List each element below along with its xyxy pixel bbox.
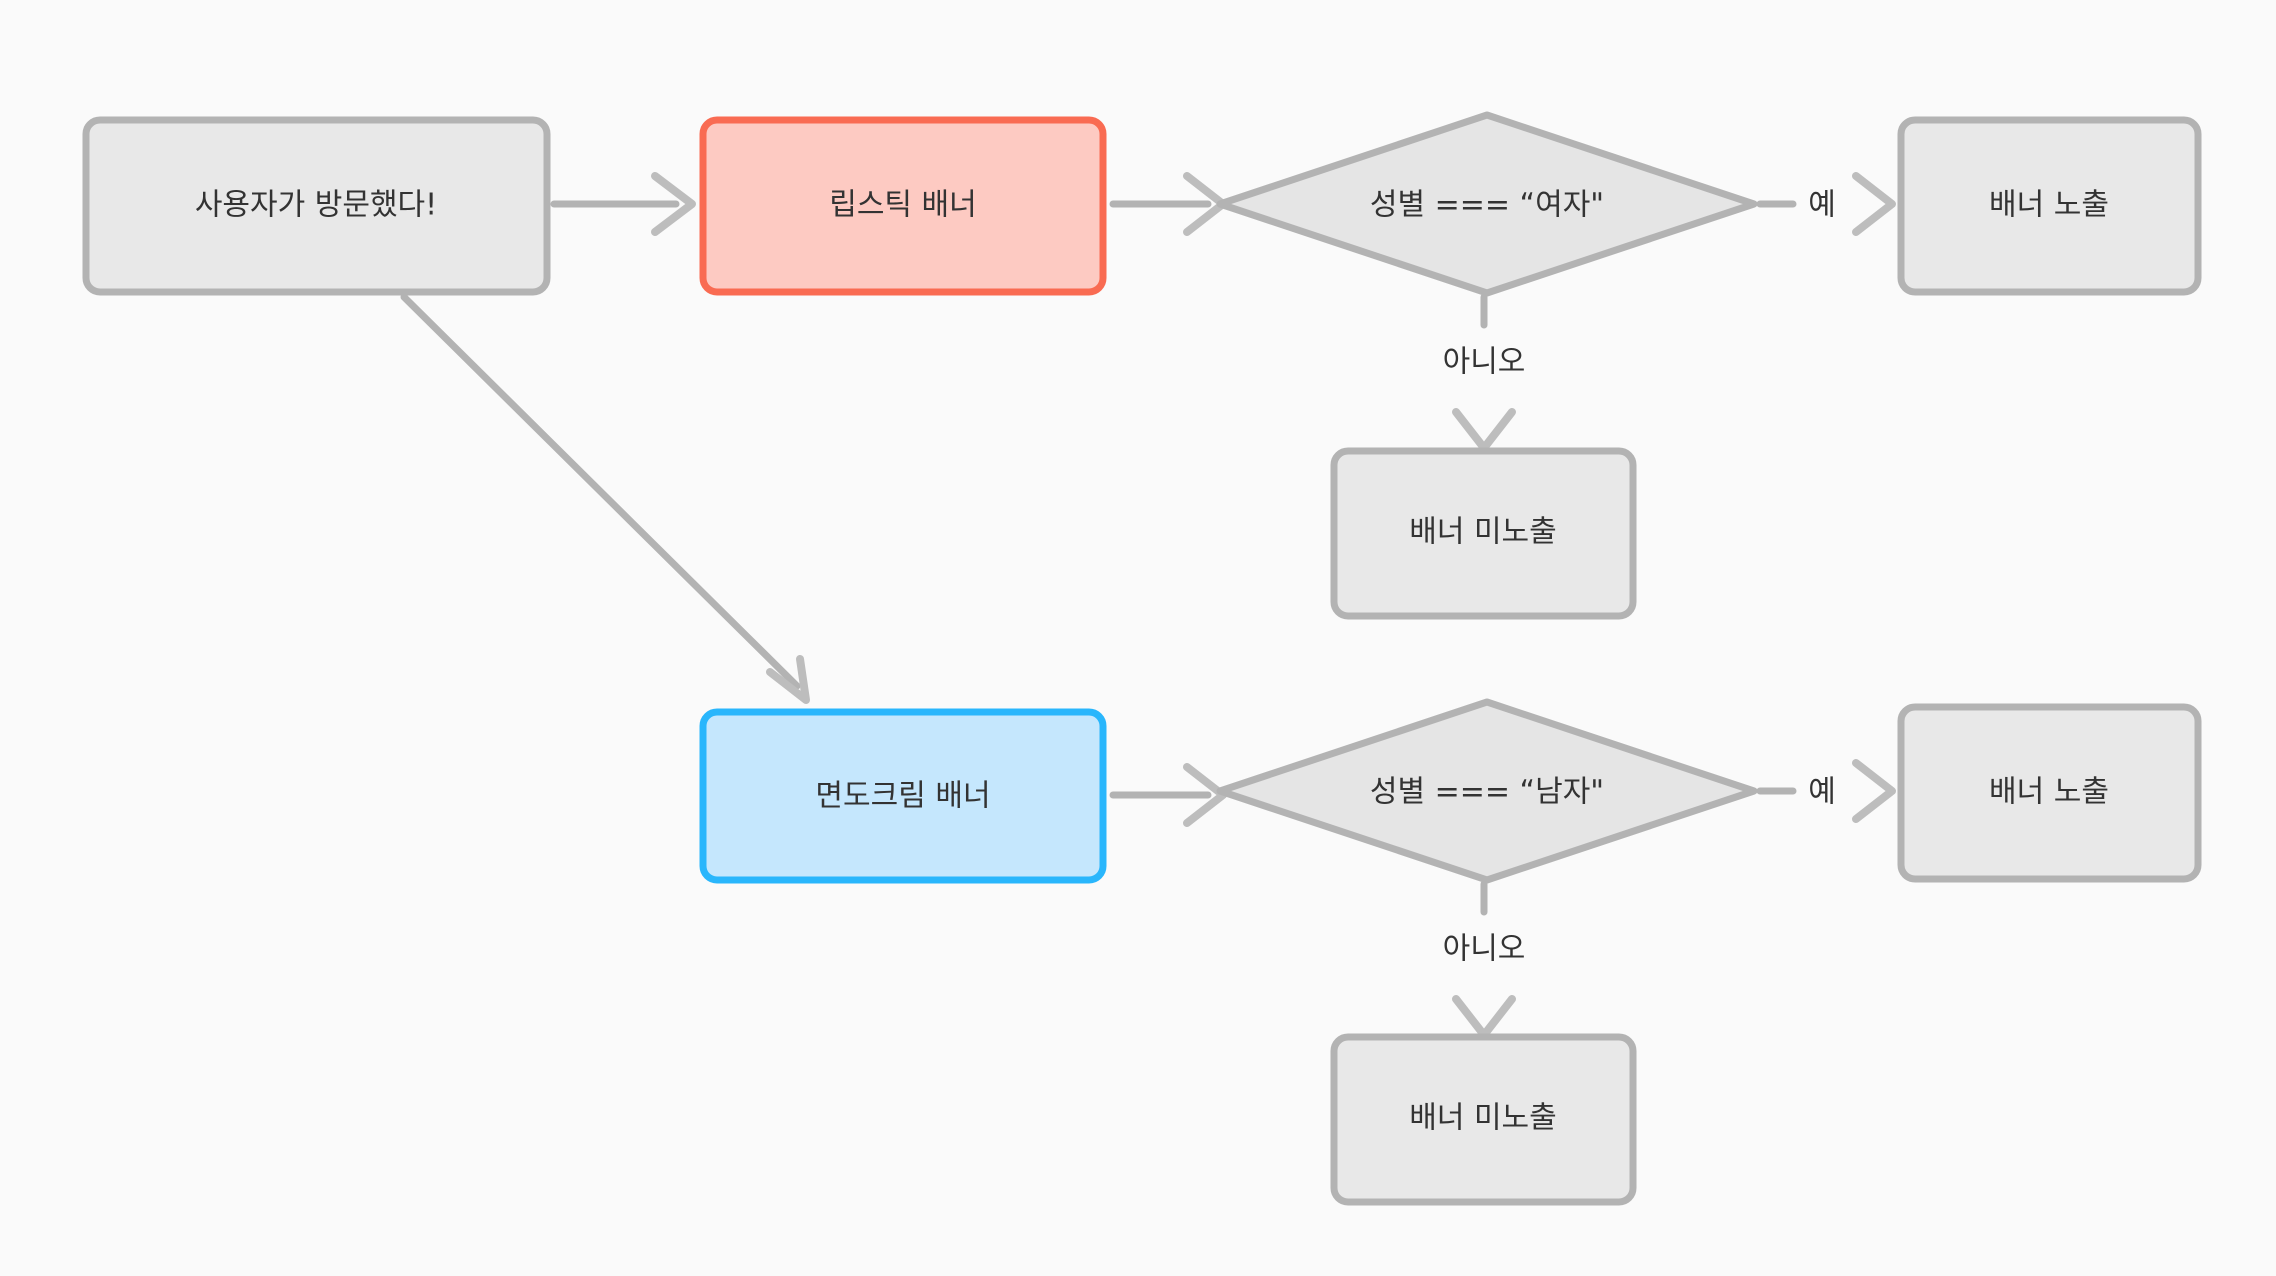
node-condition-male[interactable]: 성별 === “남자" bbox=[1216, 698, 1758, 884]
edge-cond-male-yes: 예 bbox=[1756, 759, 1896, 823]
node-show-banner-1[interactable]: 배너 노출 bbox=[1897, 116, 2202, 296]
node-shape[interactable] bbox=[1216, 698, 1758, 884]
node-shavingcream-banner[interactable]: 면도크림 배너 bbox=[699, 708, 1107, 884]
node-label: 성별 === “남자" bbox=[1370, 775, 1604, 810]
node-condition-female[interactable]: 성별 === “여자" bbox=[1216, 111, 1758, 297]
node-label: 배너 노출 bbox=[1989, 775, 2109, 810]
edge-label-yes-2: 예 bbox=[1808, 775, 1836, 810]
node-label: 립스틱 배너 bbox=[829, 188, 977, 223]
edge-label-no-2: 아니오 bbox=[1443, 932, 1526, 967]
node-shape[interactable] bbox=[1330, 1033, 1637, 1206]
node-start[interactable]: 사용자가 방문했다! bbox=[82, 116, 551, 296]
node-lipstick-banner[interactable]: 립스틱 배너 bbox=[699, 116, 1107, 296]
node-hide-banner-1[interactable]: 배너 미노출 bbox=[1330, 447, 1637, 620]
edge-shavingcream-to-cond-male bbox=[1109, 763, 1227, 827]
node-hide-banner-2[interactable]: 배너 미노출 bbox=[1330, 1033, 1637, 1206]
node-shape[interactable] bbox=[699, 116, 1107, 296]
node-shape[interactable] bbox=[82, 116, 551, 296]
edge-label-yes-1: 예 bbox=[1808, 188, 1836, 223]
edge-lipstick-to-cond-female bbox=[1109, 172, 1227, 236]
edge-label-no-1: 아니오 bbox=[1443, 345, 1526, 380]
node-shape[interactable] bbox=[699, 708, 1107, 884]
edge-line bbox=[400, 293, 801, 690]
node-shape[interactable] bbox=[1897, 116, 2202, 296]
arrowhead-icon bbox=[1452, 995, 1516, 1039]
node-shape[interactable] bbox=[1330, 447, 1637, 620]
edge-cond-male-no: 아니오 bbox=[1443, 880, 1526, 1039]
arrowhead-icon bbox=[1452, 408, 1516, 452]
arrowhead-icon bbox=[1852, 759, 1896, 823]
node-label: 배너 미노출 bbox=[1409, 1101, 1557, 1136]
arrowhead-icon bbox=[651, 172, 696, 236]
node-label: 배너 노출 bbox=[1989, 188, 2109, 223]
node-shape[interactable] bbox=[1897, 703, 2202, 883]
edge-start-to-shavingcream bbox=[400, 293, 810, 704]
node-label: 성별 === “여자" bbox=[1370, 188, 1604, 223]
edge-start-to-lipstick bbox=[550, 172, 696, 236]
node-label: 사용자가 방문했다! bbox=[195, 188, 437, 223]
arrowhead-icon bbox=[766, 655, 810, 704]
node-show-banner-2[interactable]: 배너 노출 bbox=[1897, 703, 2202, 883]
node-shape[interactable] bbox=[1216, 111, 1758, 297]
edge-cond-female-no: 아니오 bbox=[1443, 293, 1526, 452]
edge-cond-female-yes: 예 bbox=[1756, 172, 1896, 236]
node-label: 면도크림 배너 bbox=[815, 779, 990, 814]
node-label: 배너 미노출 bbox=[1409, 515, 1557, 550]
arrowhead-icon bbox=[1852, 172, 1896, 236]
